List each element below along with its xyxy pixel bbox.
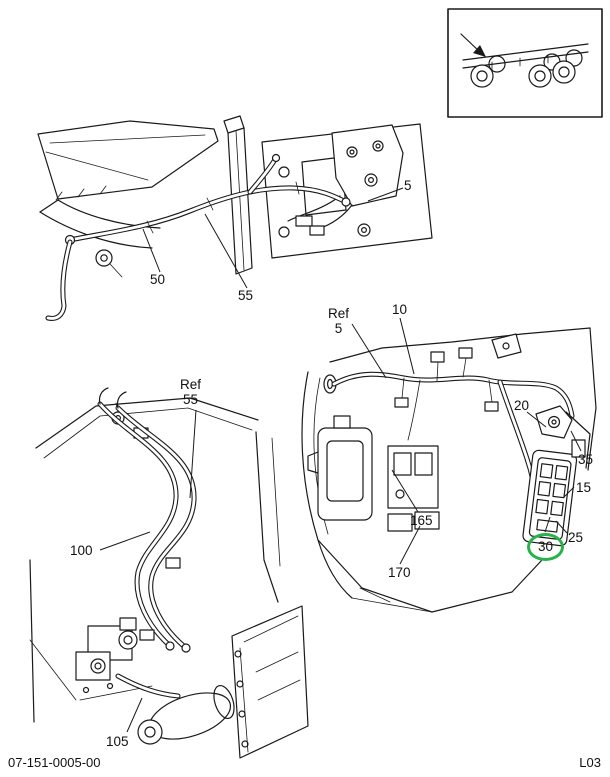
callout-50[interactable]: 50 [150,272,166,287]
leader-lines [99,187,582,733]
callout-20[interactable]: 20 [514,398,530,413]
callout-100[interactable]: 100 [70,543,93,558]
engine-heater-hose-view [29,387,309,759]
callout-170[interactable]: 170 [388,565,411,580]
callout-165[interactable]: 165 [410,513,433,528]
callout-30[interactable]: 30 [527,533,565,561]
instrument-panel-harness-view [301,327,597,613]
callout-55[interactable]: 55 [238,288,254,303]
callout-10[interactable]: 10 [392,302,408,317]
page-code: L03 [579,755,601,770]
document-number: 07-151-0005-00 [8,755,101,770]
callout-15[interactable]: 15 [576,480,592,495]
cab-exterior-harness-view [37,115,433,321]
callout-25[interactable]: 25 [568,530,584,545]
pointer-arrow-icon [460,33,486,57]
callout-35[interactable]: 35 [578,452,594,467]
callout-5[interactable]: 5 [404,178,412,193]
callout-ref-5[interactable]: Ref 5 [328,306,350,336]
callout-105[interactable]: 105 [106,734,129,749]
callout-ref-55[interactable]: Ref 55 [180,377,202,407]
vehicle-location-inset [447,8,603,118]
